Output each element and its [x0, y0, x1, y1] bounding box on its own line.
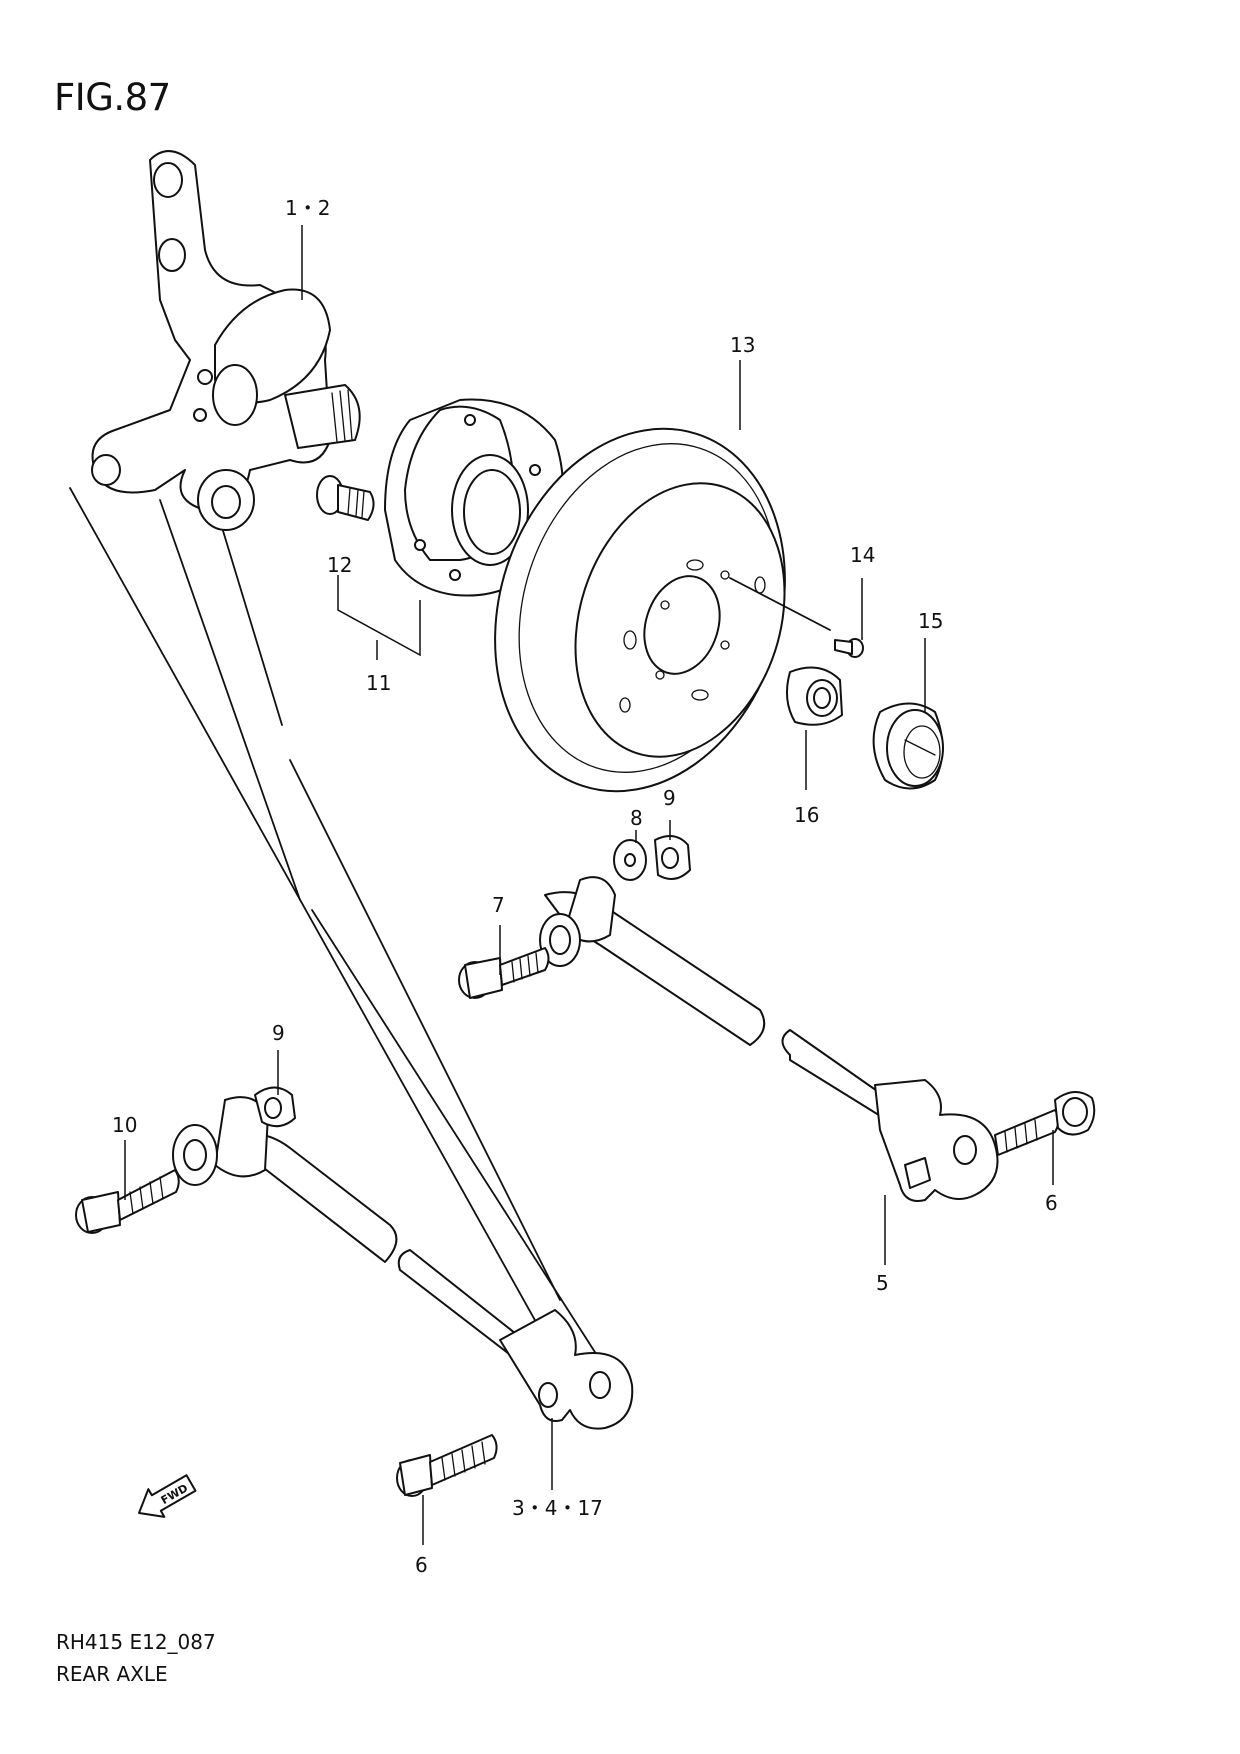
upper-bolt-part — [458, 947, 550, 999]
brake-drum-part — [494, 427, 786, 793]
callout-1-2: 1・2 — [285, 196, 330, 220]
drum-screw-part — [729, 577, 864, 658]
right-bolt-part — [994, 1091, 1096, 1156]
callout-9-lower: 9 — [272, 1021, 285, 1045]
callout-6-right: 6 — [1045, 1191, 1058, 1215]
upper-lateral-rod-part — [539, 876, 999, 1202]
callout-9-upper: 9 — [663, 786, 676, 810]
callout-6-bottom: 6 — [415, 1553, 428, 1577]
callout-5: 5 — [876, 1271, 889, 1295]
callout-7: 7 — [492, 893, 505, 917]
callout-8: 8 — [630, 806, 643, 830]
callout-15: 15 — [918, 609, 943, 633]
lower-lateral-rod-part — [172, 1096, 634, 1430]
callout-14: 14 — [850, 543, 875, 567]
callout-16: 16 — [794, 803, 819, 827]
figure-code: RH415 E12_087 — [56, 1630, 216, 1654]
fwd-arrow-icon: FWD — [138, 1474, 197, 1518]
leader-lines — [124, 225, 1054, 1545]
lower-nut-part — [254, 1086, 296, 1128]
figure-title: FIG.87 — [54, 76, 171, 119]
bottom-bolt-part — [396, 1434, 498, 1497]
knuckle-part — [91, 150, 361, 531]
figure-name: REAR AXLE — [56, 1662, 168, 1686]
hub-bolt-part — [316, 475, 375, 521]
axle-nut-part — [785, 666, 843, 726]
lower-bolt-10-part — [75, 1169, 180, 1234]
callout-13: 13 — [730, 333, 755, 357]
callout-numbers: 1・2 13 14 15 12 11 16 8 9 7 9 10 6 5 3・4… — [112, 196, 1058, 1577]
callout-11: 11 — [366, 671, 391, 695]
upper-washer-nut-parts — [613, 835, 691, 881]
callout-10: 10 — [112, 1113, 137, 1137]
callout-12: 12 — [327, 553, 352, 577]
hub-cap-part — [872, 702, 944, 790]
callout-3-4-17: 3・4・17 — [512, 1496, 603, 1520]
